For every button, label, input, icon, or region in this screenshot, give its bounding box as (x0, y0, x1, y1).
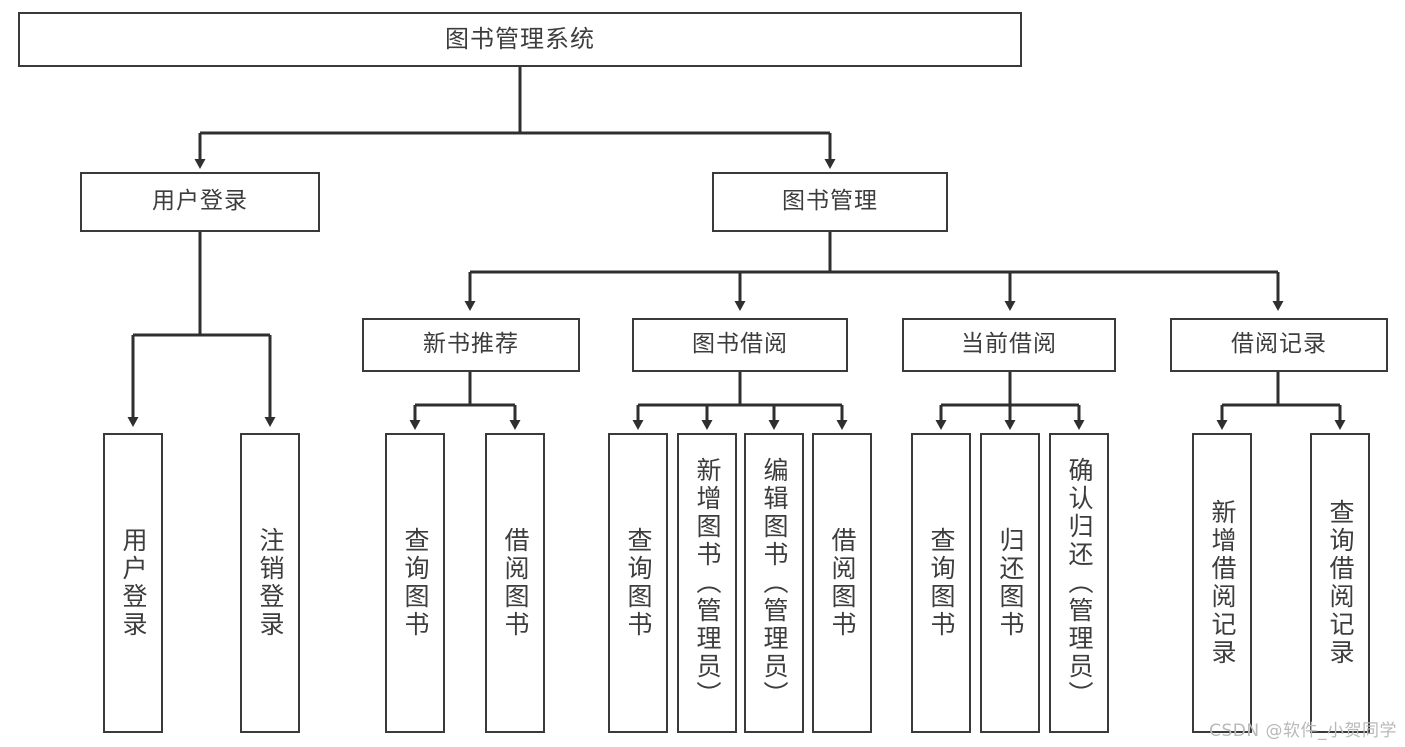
leaf-records-query[interactable]: 查询借阅记录 (1310, 433, 1370, 733)
leaf-current-confirm-return-label: 确认归还（管理员） (1065, 457, 1094, 709)
node-book-borrow[interactable]: 图书借阅 (632, 318, 848, 372)
node-new-book-recommend-label: 新书推荐 (423, 331, 519, 358)
leaf-borrow-query[interactable]: 查询图书 (608, 433, 668, 733)
node-user-login-label: 用户登录 (152, 188, 248, 215)
leaf-current-query-label: 查询图书 (927, 527, 956, 639)
leaf-user-login-label: 用户登录 (119, 527, 148, 639)
node-root[interactable]: 图书管理系统 (18, 12, 1022, 67)
leaf-records-query-label: 查询借阅记录 (1326, 499, 1355, 667)
leaf-current-query[interactable]: 查询图书 (911, 433, 971, 733)
watermark: CSDN @软件_小贺同学 (1209, 721, 1397, 741)
node-book-management-label: 图书管理 (782, 188, 878, 215)
leaf-new-books-query-label: 查询图书 (401, 527, 430, 639)
leaf-borrow-borrow-book[interactable]: 借阅图书 (812, 433, 872, 733)
leaf-new-books-borrow[interactable]: 借阅图书 (485, 433, 545, 733)
leaf-current-return-label: 归还图书 (996, 527, 1025, 639)
leaf-borrow-edit-book[interactable]: 编辑图书（管理员） (744, 433, 804, 733)
node-new-book-recommend[interactable]: 新书推荐 (362, 318, 580, 372)
node-borrow-records-label: 借阅记录 (1231, 331, 1327, 358)
leaf-records-add-label: 新增借阅记录 (1208, 499, 1237, 667)
leaf-borrow-borrow-book-label: 借阅图书 (828, 527, 857, 639)
node-root-label: 图书管理系统 (445, 25, 595, 54)
leaf-logout-label: 注销登录 (256, 527, 285, 639)
node-book-management[interactable]: 图书管理 (712, 172, 948, 232)
node-borrow-records[interactable]: 借阅记录 (1170, 318, 1388, 372)
node-current-borrow[interactable]: 当前借阅 (902, 318, 1116, 372)
leaf-new-books-borrow-label: 借阅图书 (501, 527, 530, 639)
leaf-borrow-edit-book-label: 编辑图书（管理员） (760, 457, 789, 709)
leaf-current-confirm-return[interactable]: 确认归还（管理员） (1049, 433, 1109, 733)
leaf-borrow-add-book[interactable]: 新增图书（管理员） (677, 433, 737, 733)
leaf-user-login[interactable]: 用户登录 (103, 433, 163, 733)
node-book-borrow-label: 图书借阅 (692, 331, 788, 358)
leaf-borrow-query-label: 查询图书 (624, 527, 653, 639)
node-current-borrow-label: 当前借阅 (961, 331, 1057, 358)
node-user-login[interactable]: 用户登录 (80, 172, 320, 232)
leaf-records-add[interactable]: 新增借阅记录 (1192, 433, 1252, 733)
leaf-logout[interactable]: 注销登录 (240, 433, 300, 733)
leaf-current-return[interactable]: 归还图书 (980, 433, 1040, 733)
leaf-borrow-add-book-label: 新增图书（管理员） (693, 457, 722, 709)
leaf-new-books-query[interactable]: 查询图书 (385, 433, 445, 733)
